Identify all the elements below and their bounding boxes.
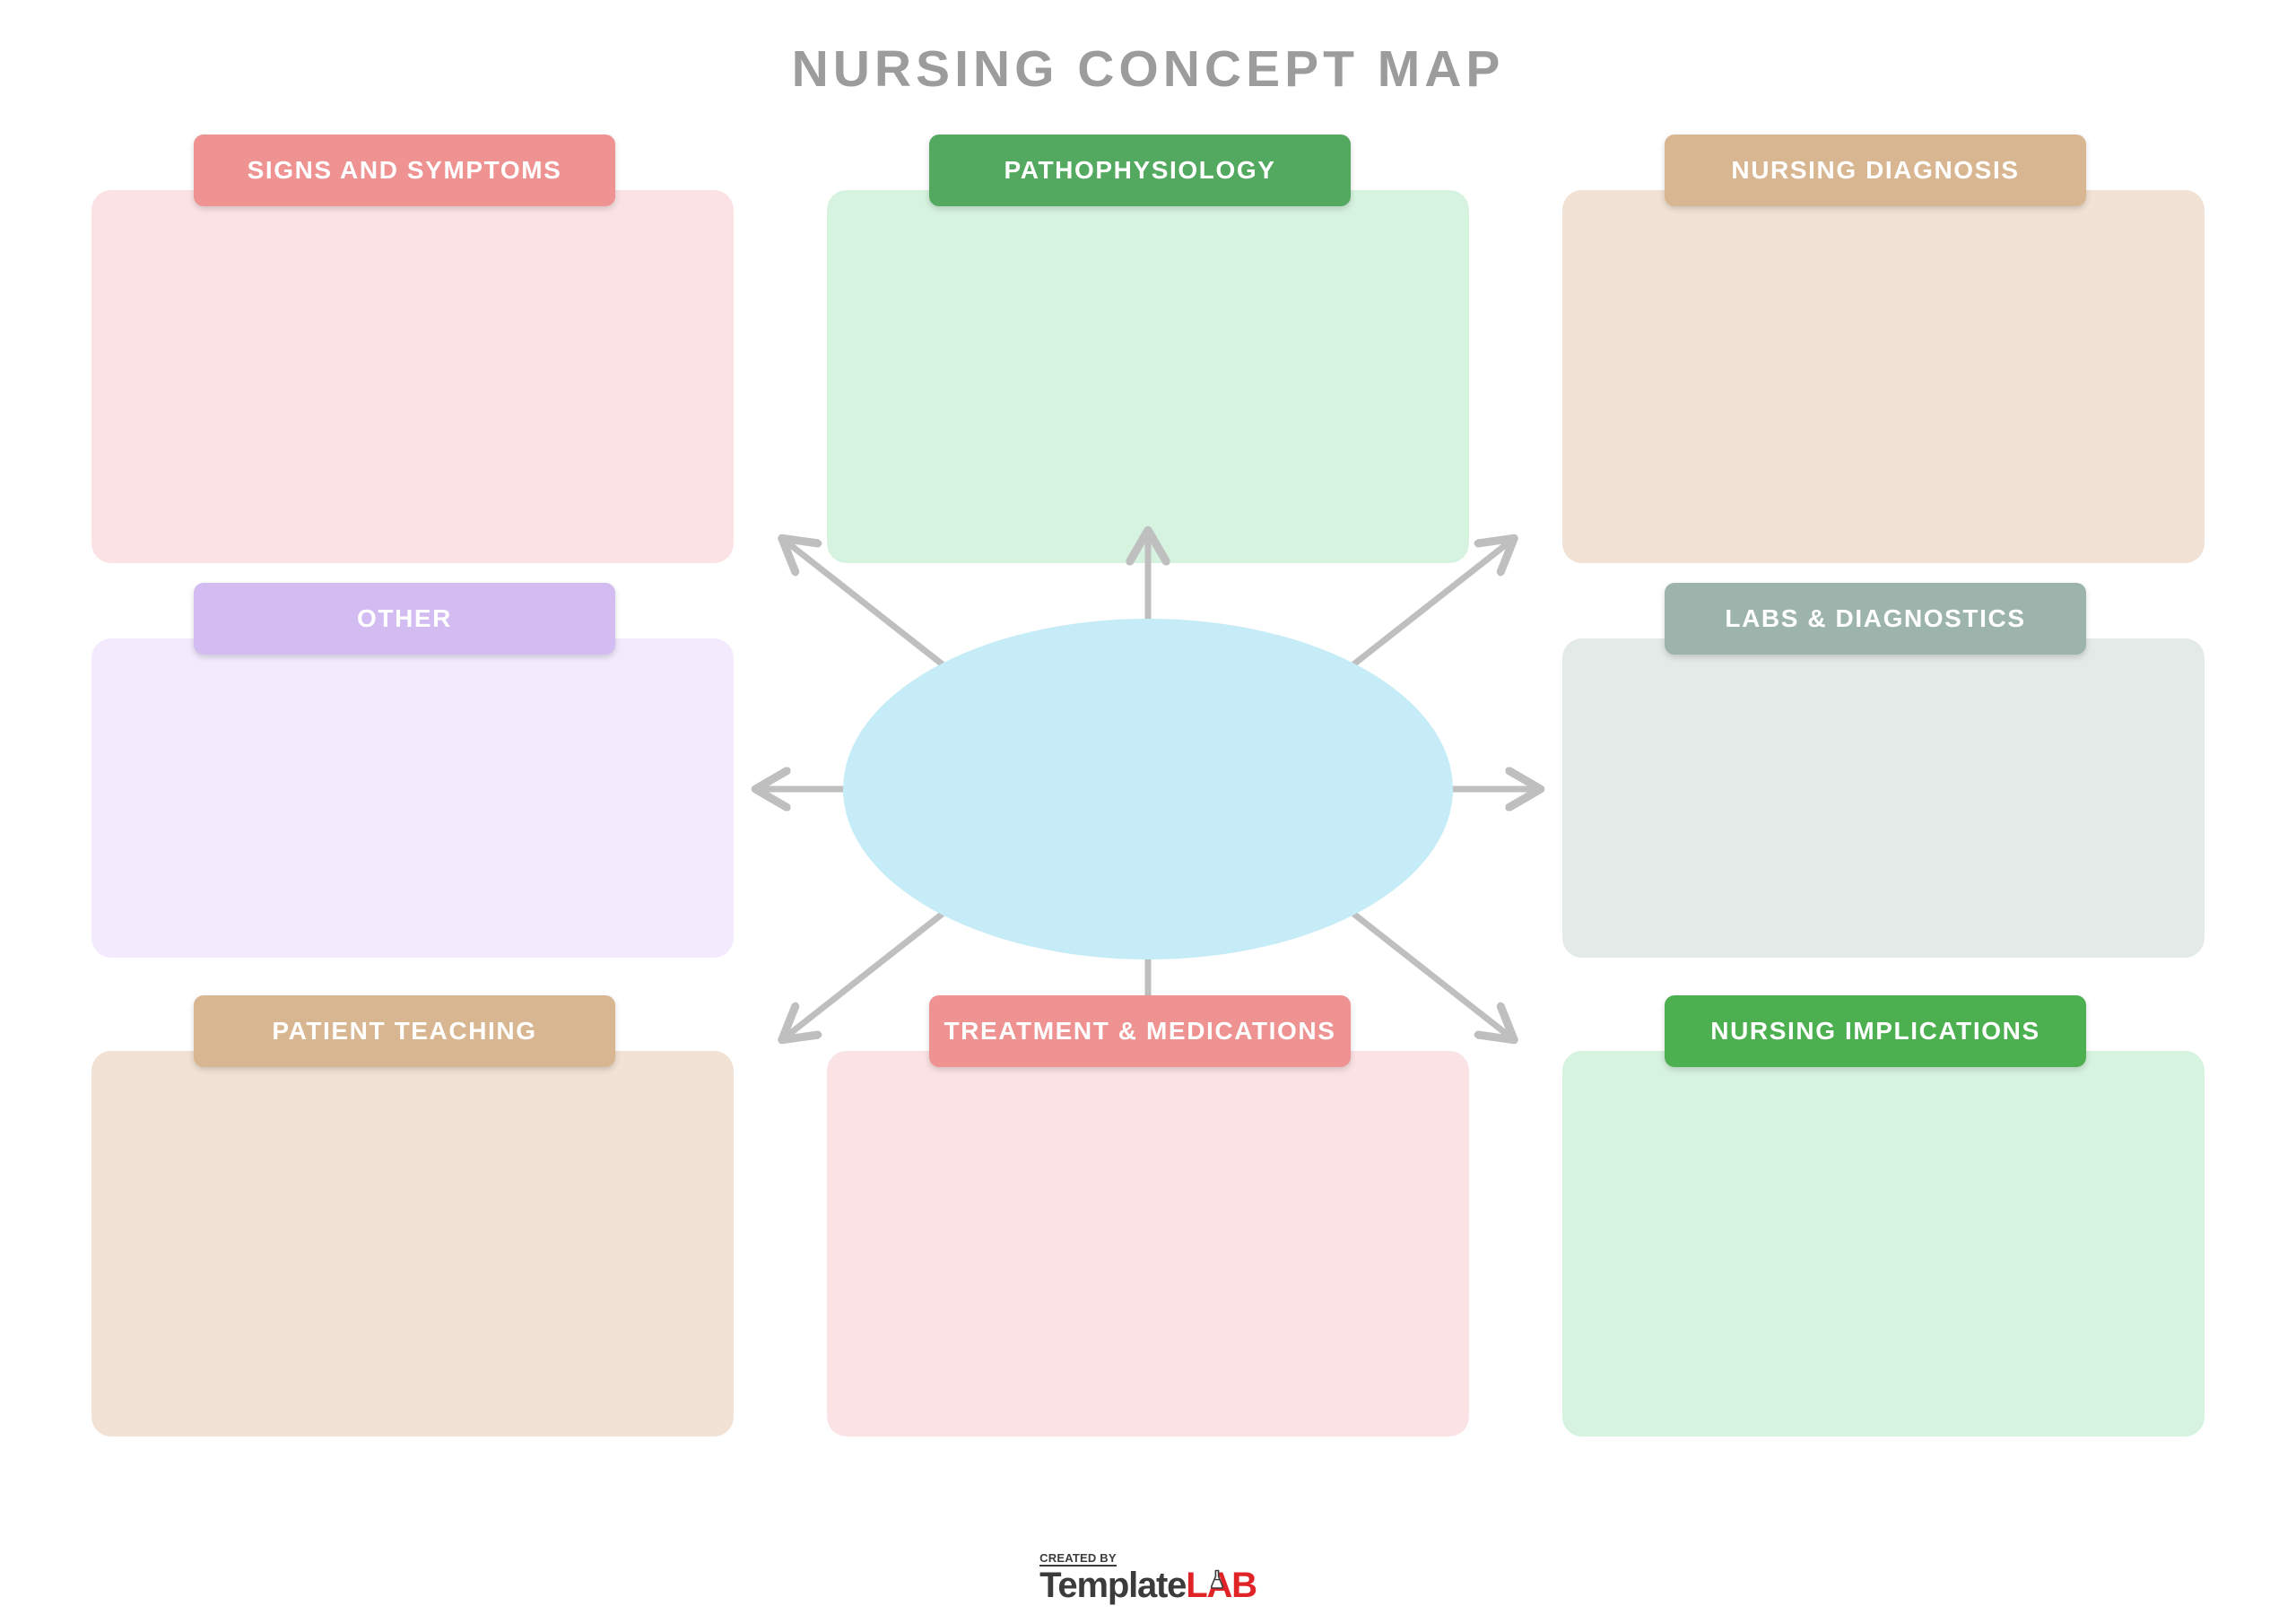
arrow-down-right (1328, 893, 1512, 1038)
card-header-nursing-implications[interactable]: NURSING IMPLICATIONS (1665, 995, 2086, 1067)
flask-icon (1211, 1569, 1224, 1589)
card-body-labs-and-diagnostics[interactable] (1562, 638, 2205, 958)
cell-labs-and-diagnostics: LABS & DIAGNOSTICS (1543, 583, 2224, 995)
cell-nursing-diagnosis: NURSING DIAGNOSIS (1543, 135, 2224, 583)
arrow-down-left (784, 893, 968, 1038)
card-header-treatment-and-medications[interactable]: TREATMENT & MEDICATIONS (929, 995, 1351, 1067)
brand-template-text: Template (1039, 1566, 1187, 1605)
footer: CREATED BY Template LAB (0, 1552, 2296, 1603)
card-body-patient-teaching[interactable] (91, 1051, 734, 1436)
brand-lab-text: LAB (1186, 1567, 1257, 1603)
arrow-up-left (784, 540, 968, 685)
brand-wordmark: Template LAB (1039, 1567, 1257, 1603)
templatelab-logo[interactable]: CREATED BY Template LAB (1039, 1552, 1257, 1603)
card-header-pathophysiology[interactable]: PATHOPHYSIOLOGY (929, 135, 1351, 206)
card-body-nursing-diagnosis[interactable] (1562, 190, 2205, 563)
card-header-labs-and-diagnostics[interactable]: LABS & DIAGNOSTICS (1665, 583, 2086, 655)
cell-other: OTHER (72, 583, 753, 995)
concept-map-grid: SIGNS AND SYMPTOMS PATHOPHYSIOLOGY NURSI… (72, 135, 2224, 1506)
card-body-treatment-and-medications[interactable] (827, 1051, 1469, 1436)
created-by-label: CREATED BY (1039, 1551, 1117, 1567)
card-header-other[interactable]: OTHER (194, 583, 615, 655)
card-body-nursing-implications[interactable] (1562, 1051, 2205, 1436)
center-hub (807, 583, 1489, 995)
card-header-patient-teaching[interactable]: PATIENT TEACHING (194, 995, 615, 1067)
cell-nursing-implications: NURSING IMPLICATIONS (1543, 995, 2224, 1453)
card-body-pathophysiology[interactable] (827, 190, 1469, 563)
cell-center-hub (807, 583, 1489, 995)
card-header-signs-and-symptoms[interactable]: SIGNS AND SYMPTOMS (194, 135, 615, 206)
page-title: NURSING CONCEPT MAP (791, 40, 1505, 98)
central-concept-ellipse[interactable] (843, 619, 1453, 959)
cell-patient-teaching: PATIENT TEACHING (72, 995, 753, 1453)
cell-pathophysiology: PATHOPHYSIOLOGY (807, 135, 1489, 583)
card-header-nursing-diagnosis[interactable]: NURSING DIAGNOSIS (1665, 135, 2086, 206)
card-body-signs-and-symptoms[interactable] (91, 190, 734, 563)
card-body-other[interactable] (91, 638, 734, 958)
arrow-up-right (1328, 540, 1512, 685)
cell-signs-and-symptoms: SIGNS AND SYMPTOMS (72, 135, 753, 583)
